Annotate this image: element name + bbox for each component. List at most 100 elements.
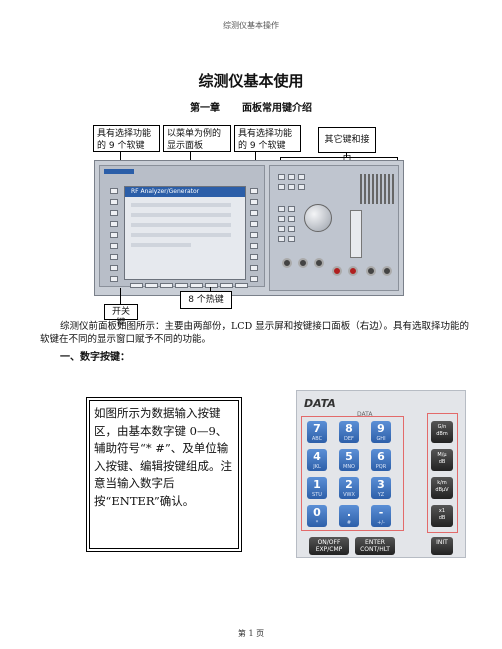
right-softkey[interactable] — [250, 221, 258, 227]
left-softkey[interactable] — [110, 276, 118, 282]
callout-left-softkeys: 具有选择功能的 9 个软键 — [93, 125, 160, 152]
function-key[interactable] — [278, 174, 285, 180]
function-key[interactable] — [298, 184, 305, 190]
device-front-panel: RF Analyzer/Generator — [94, 160, 404, 296]
connector-port — [314, 258, 324, 268]
function-key[interactable] — [298, 174, 305, 180]
callout-hotkeys: 8 个热键 — [180, 291, 232, 309]
description-box-outer — [86, 397, 242, 552]
left-softkey[interactable] — [110, 254, 118, 260]
right-softkey[interactable] — [250, 265, 258, 271]
left-softkey[interactable] — [110, 243, 118, 249]
enter-key[interactable]: ENTER CONT/HLT — [355, 537, 395, 555]
lcd-row — [131, 223, 231, 227]
left-softkey[interactable] — [110, 221, 118, 227]
data-key[interactable] — [288, 226, 295, 232]
lcd-screen: RF Analyzer/Generator — [124, 186, 246, 280]
leader-line — [120, 288, 121, 304]
key-0[interactable]: 0* — [307, 505, 327, 527]
data-key[interactable] — [288, 216, 295, 222]
left-softkey[interactable] — [110, 188, 118, 194]
data-key[interactable] — [278, 206, 285, 212]
rotary-knob[interactable] — [304, 204, 332, 232]
brand-logo — [104, 169, 134, 174]
function-key[interactable] — [288, 174, 295, 180]
digit-keys-frame — [301, 416, 404, 531]
unit-key-x1[interactable]: x1 dB — [431, 505, 453, 527]
hotkey[interactable] — [145, 283, 158, 288]
key-interface-panel — [269, 165, 399, 291]
rf-connector — [348, 266, 358, 276]
leader-line — [346, 153, 347, 158]
function-key[interactable] — [278, 184, 285, 190]
lcd-row — [131, 243, 191, 247]
leader-line — [210, 287, 211, 292]
rf-connector — [332, 266, 342, 276]
left-softkey[interactable] — [110, 232, 118, 238]
unit-key-mega[interactable]: M/μ dB — [431, 449, 453, 471]
unit-keys-frame — [427, 413, 458, 533]
data-key[interactable] — [288, 206, 295, 212]
keypad-sublabel: DATA — [357, 411, 373, 418]
page-footer: 第 1 页 — [237, 629, 265, 638]
key-decimal[interactable]: .# — [339, 505, 359, 527]
connector-port — [366, 266, 376, 276]
on-off-key[interactable]: ON/OFF EXP/CMP — [309, 537, 349, 555]
lcd-row — [131, 233, 231, 237]
lcd-row — [131, 203, 231, 207]
leader-line — [190, 152, 191, 166]
leader-line — [280, 157, 398, 158]
keypad-title: DATA — [304, 397, 336, 410]
key-minus[interactable]: -+/- — [371, 505, 391, 527]
chapter-name: 面板常用键介绍 — [242, 103, 312, 114]
connector-port — [282, 258, 292, 268]
right-softkey[interactable] — [250, 254, 258, 260]
left-softkey[interactable] — [110, 265, 118, 271]
right-softkey[interactable] — [250, 210, 258, 216]
data-key[interactable] — [278, 216, 285, 222]
page-header: 综测仪基本操作 — [223, 21, 279, 30]
hotkey[interactable] — [175, 283, 188, 288]
right-softkey[interactable] — [250, 276, 258, 282]
left-softkey[interactable] — [110, 199, 118, 205]
intro-paragraph: 综测仪前面板如图所示：主要由两部份，LCD 显示屏和按键接口面板（右边）。具有选… — [40, 321, 469, 345]
init-key[interactable]: INIT — [431, 537, 453, 555]
unit-key-giga[interactable]: G/n dBm — [431, 421, 453, 443]
right-softkey[interactable] — [250, 188, 258, 194]
connector-port — [298, 258, 308, 268]
hotkey[interactable] — [235, 283, 248, 288]
left-softkey[interactable] — [110, 210, 118, 216]
data-key[interactable] — [278, 226, 285, 232]
connector-port — [382, 266, 392, 276]
function-key[interactable] — [288, 184, 295, 190]
callout-display: 以菜单为例的显示面板 — [163, 125, 231, 152]
data-key[interactable] — [278, 236, 285, 242]
hotkey[interactable] — [190, 283, 203, 288]
lcd-title: RF Analyzer/Generator — [131, 188, 200, 195]
right-softkey[interactable] — [250, 232, 258, 238]
chapter-number: 第一章 — [190, 103, 220, 114]
hotkey[interactable] — [130, 283, 143, 288]
vent-grille — [360, 174, 394, 204]
right-softkey[interactable] — [250, 199, 258, 205]
description-box: 如图所示为数据输入按键区，由基本数字键 0—9、辅助符号“* #”、及单位输入按… — [89, 400, 239, 549]
hotkey[interactable] — [160, 283, 173, 288]
callout-power: 开关键 — [104, 304, 138, 328]
chapter-heading: 第一章 面板常用键介绍 — [190, 99, 312, 114]
hotkey[interactable] — [220, 283, 233, 288]
callout-other-keys: 其它键和接口 — [318, 127, 376, 165]
hotkey[interactable] — [205, 283, 218, 288]
unit-key-kilo[interactable]: k/m dBμV — [431, 477, 453, 499]
right-softkey[interactable] — [250, 243, 258, 249]
data-key[interactable] — [288, 236, 295, 242]
